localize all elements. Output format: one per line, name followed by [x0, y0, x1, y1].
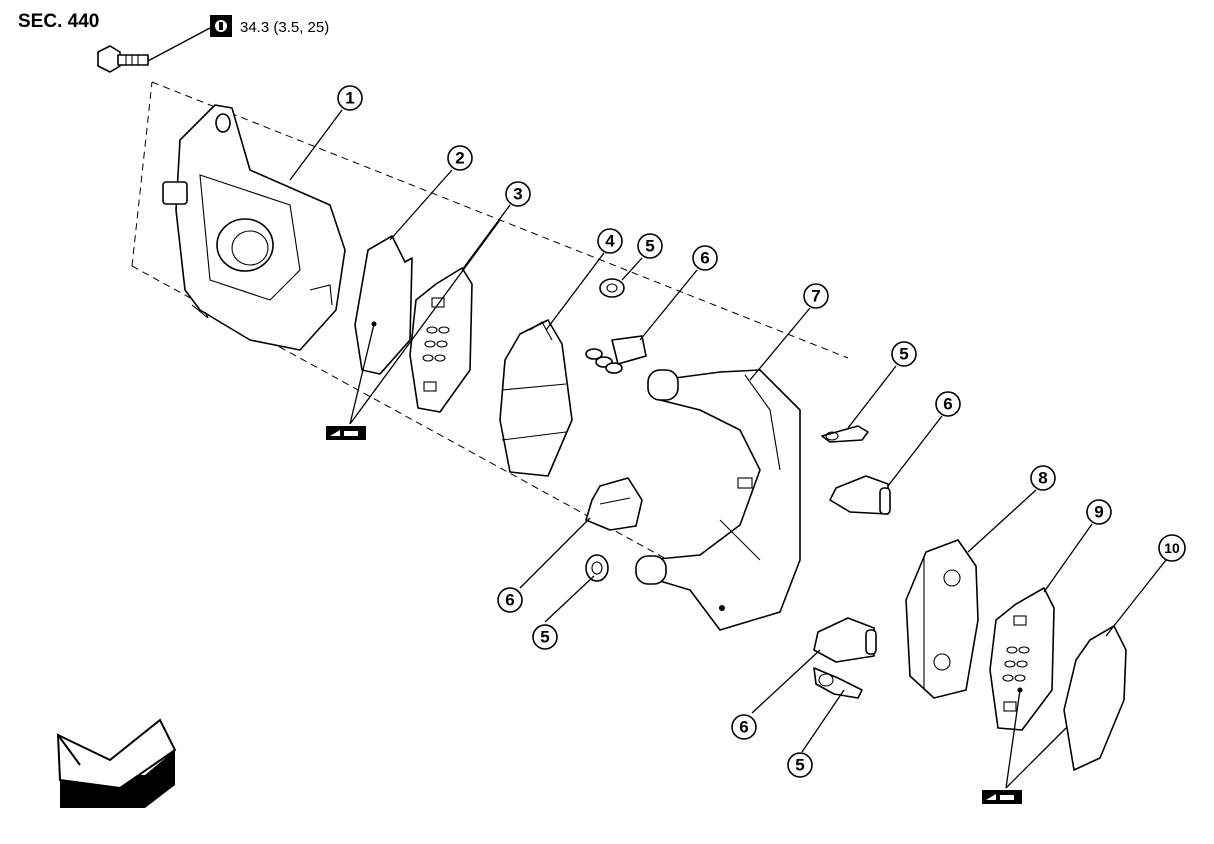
outer-brake-pad	[499, 319, 573, 477]
caliper-bolt	[97, 45, 149, 73]
outer-shim-cover	[409, 267, 473, 413]
svg-text:6: 6	[943, 395, 952, 414]
torque-wrench-icon	[210, 15, 232, 37]
svg-text:10: 10	[1164, 540, 1180, 556]
svg-text:5: 5	[795, 756, 804, 775]
cylinder-body	[162, 104, 346, 351]
svg-text:6: 6	[739, 718, 748, 737]
pad-retainer-upper	[585, 335, 647, 374]
grease-apply-icon	[982, 790, 1022, 804]
svg-text:5: 5	[540, 628, 549, 647]
svg-text:2: 2	[455, 149, 464, 168]
inner-brake-pad	[905, 539, 979, 699]
front-direction-arrow-icon	[56, 718, 177, 808]
svg-text:7: 7	[811, 287, 820, 306]
callout-8: 8	[1030, 465, 1056, 491]
svg-text:4: 4	[605, 232, 615, 251]
svg-text:5: 5	[899, 345, 908, 364]
svg-text:9: 9	[1094, 503, 1103, 522]
pad-return-spring-upper	[599, 278, 625, 298]
svg-text:6: 6	[505, 591, 514, 610]
callout-5-right-lower: 5	[787, 752, 813, 778]
torque-spec: 34.3 (3.5, 25)	[240, 19, 329, 36]
svg-text:6: 6	[700, 249, 709, 268]
callout-6-lower-left: 6	[497, 587, 523, 613]
callout-6-right-lower: 6	[731, 714, 757, 740]
callout-2: 2	[447, 145, 473, 171]
callout-5-right-upper: 5	[891, 341, 917, 367]
callout-7: 7	[803, 283, 829, 309]
svg-text:8: 8	[1038, 469, 1047, 488]
pad-retainer-right-lower	[813, 617, 877, 663]
inner-shim	[1063, 625, 1127, 771]
callout-3: 3	[505, 181, 531, 207]
callout-1: 1	[337, 85, 363, 111]
callout-6-upper: 6	[692, 245, 718, 271]
pad-retainer-right-upper	[829, 475, 891, 515]
pad-return-spring-lower	[585, 554, 609, 582]
pad-return-spring-right-lower	[813, 667, 863, 699]
grease-apply-icon	[326, 426, 366, 440]
svg-text:5: 5	[645, 237, 654, 256]
section-label: SEC. 440	[18, 11, 99, 32]
callout-5-upper: 5	[637, 233, 663, 259]
callout-10: 10	[1158, 534, 1186, 562]
callout-4: 4	[597, 228, 623, 254]
svg-text:1: 1	[345, 89, 354, 108]
pad-return-spring-right-upper	[821, 425, 869, 443]
torque-member	[635, 369, 801, 631]
pad-retainer-lower-left	[585, 477, 643, 531]
svg-text:3: 3	[513, 185, 522, 204]
callout-6-right-upper: 6	[935, 391, 961, 417]
outer-shim	[354, 235, 413, 375]
callout-9: 9	[1086, 499, 1112, 525]
inner-shim-cover	[989, 587, 1055, 731]
callout-5-lower-left: 5	[532, 624, 558, 650]
